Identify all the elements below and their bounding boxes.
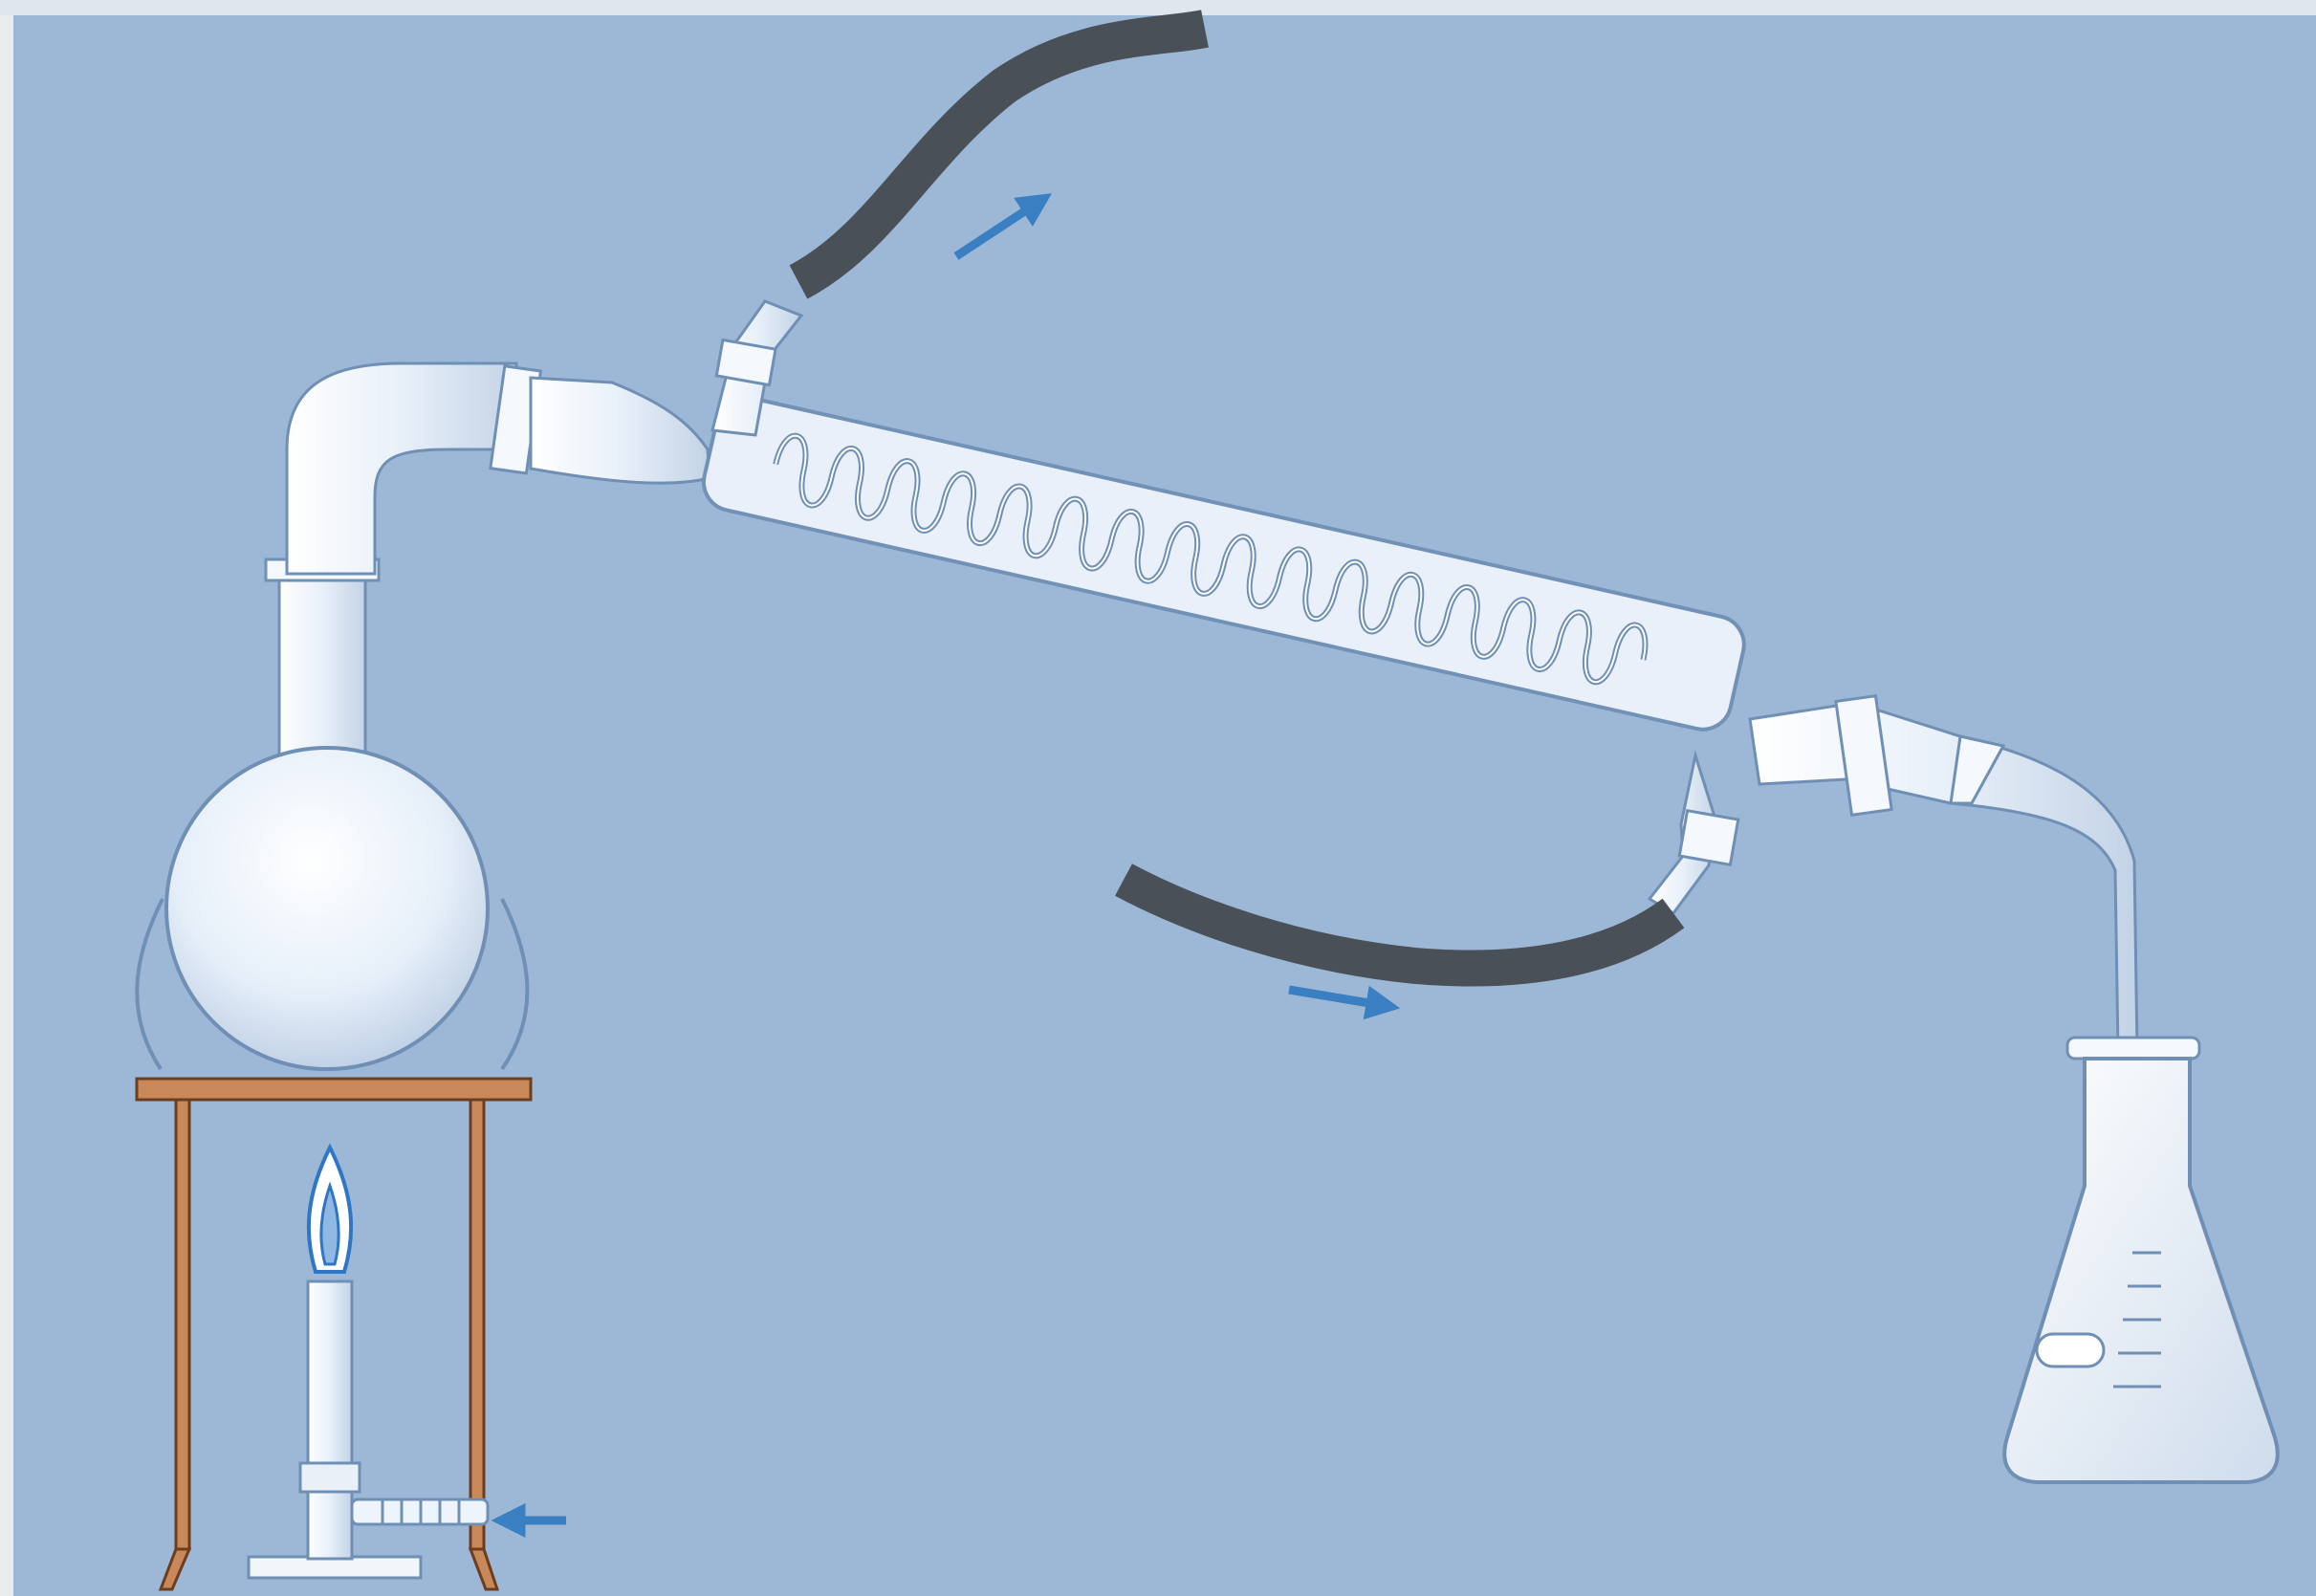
coolant-inlet-joint [1679,811,1738,865]
top-page-edge [0,0,2316,15]
tripod-top-plate [137,1079,531,1100]
receiver-rim [2067,1038,2199,1059]
burner-collar [300,1463,360,1492]
flask-bulb [166,748,488,1069]
coolant-outlet-joint [716,339,776,384]
tripod-leg-left [176,1100,189,1549]
burner-barrel [308,1281,352,1559]
tripod-leg-right [470,1100,484,1549]
receiver-label-oval [2037,1334,2104,1366]
left-page-edge [0,0,13,1596]
